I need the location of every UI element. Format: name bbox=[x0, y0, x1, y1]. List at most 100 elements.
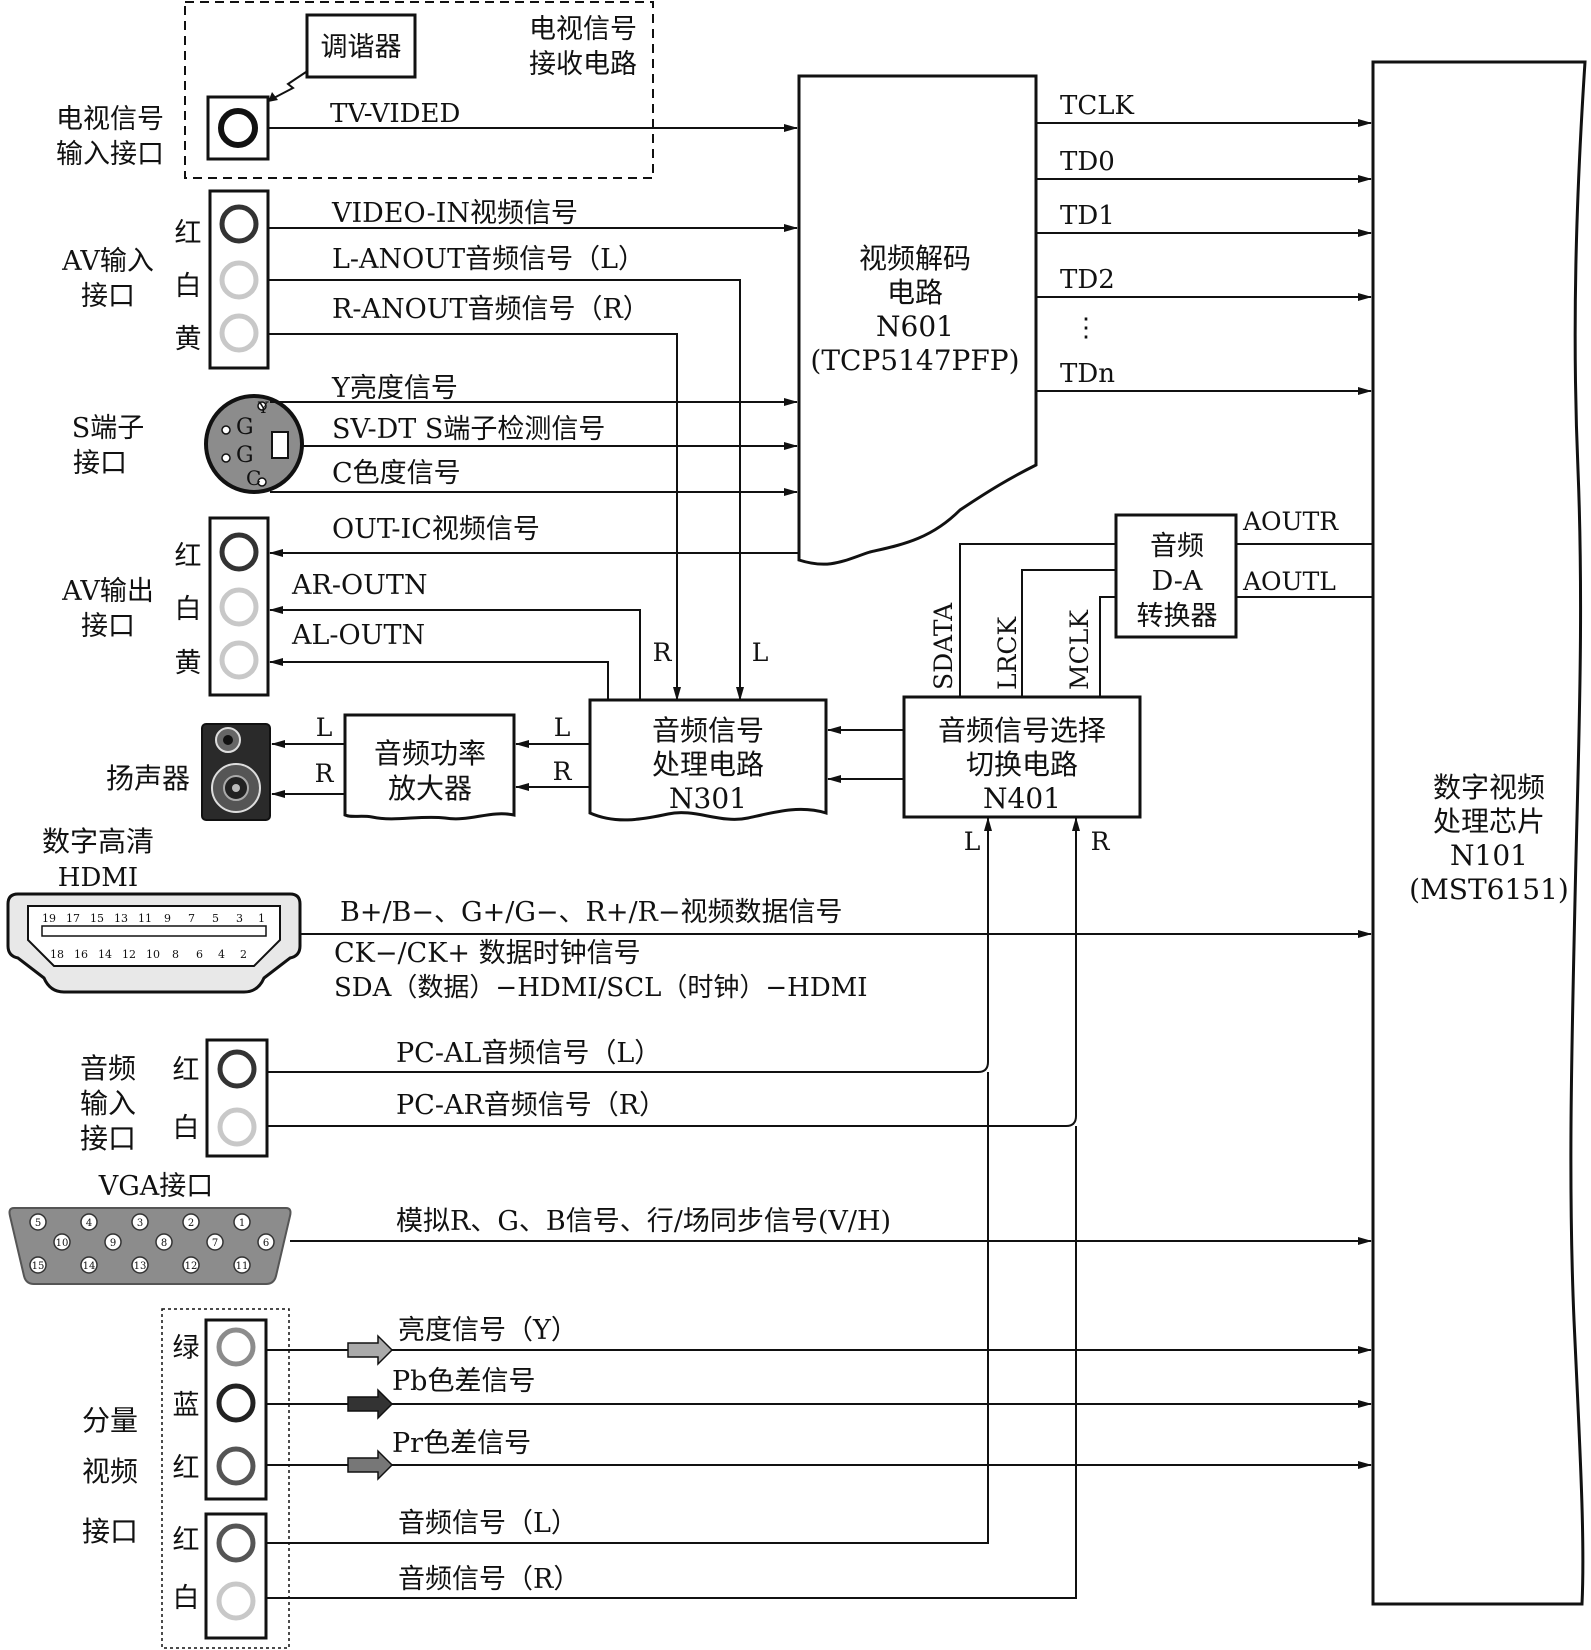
hdmi-pin-number: 14 bbox=[98, 948, 112, 961]
signal-sdata: SDATA bbox=[929, 602, 958, 690]
audio-switch-block: 音频信号选择 切换电路 N401 L R bbox=[827, 695, 1142, 856]
vga-pin-number: 3 bbox=[137, 1218, 143, 1229]
av-input-label-1: AV输入 bbox=[61, 246, 154, 277]
signal-pc-al: PC-AL音频信号（L） bbox=[396, 1038, 661, 1069]
signal-aoutr: AOUTR bbox=[1242, 507, 1339, 536]
vga-pin-icon bbox=[206, 1233, 224, 1251]
vga-pin-number: 15 bbox=[32, 1261, 45, 1272]
main-chip-label-1: 数字视频 bbox=[1433, 771, 1545, 804]
vga-pin-icon bbox=[233, 1256, 251, 1274]
dac-label-3: 转换器 bbox=[1137, 601, 1218, 632]
tv-receiver-dashed-frame bbox=[184, 1, 654, 179]
signal-lrck: LRCK bbox=[993, 615, 1022, 690]
signal-r-anout: R-ANOUT音频信号（R） bbox=[332, 294, 650, 325]
video-decoder-label-2: 电路 bbox=[887, 276, 943, 309]
speaker-icon bbox=[201, 723, 271, 821]
vga-pin-number: 11 bbox=[236, 1261, 249, 1272]
av-output-label-2: 接口 bbox=[81, 611, 135, 642]
component-video-jack-frame bbox=[204, 1318, 268, 1501]
signal-aoutl: AOUTL bbox=[1242, 567, 1336, 596]
amplifier-box bbox=[343, 713, 516, 821]
main-chip-block: 数字视频 处理芯片 N101 (MST6151) bbox=[1371, 60, 1587, 1606]
pc-audio-color-white: 白 bbox=[173, 1113, 200, 1144]
wire-al-outn bbox=[269, 658, 609, 700]
vga-pin-number: 14 bbox=[83, 1261, 96, 1272]
av-output-white-jack-icon bbox=[219, 587, 259, 627]
hdmi-pin-number: 2 bbox=[240, 948, 247, 961]
wire-lrck bbox=[1021, 569, 1116, 697]
amp-speaker-l-letter: L bbox=[316, 713, 333, 742]
hdmi-pin-number: 6 bbox=[196, 948, 203, 961]
signal-component-audio-r: 音频信号（R） bbox=[398, 1564, 580, 1595]
tuner-link-arrowhead-icon bbox=[268, 92, 278, 102]
av-output-color-yellow: 黄 bbox=[175, 648, 202, 679]
wire-r-anout bbox=[268, 333, 681, 701]
wire-sdata bbox=[959, 543, 1116, 697]
signal-c-chroma: C色度信号 bbox=[332, 458, 461, 489]
vga-pin-number: 13 bbox=[134, 1261, 147, 1272]
video-decoder-label-1: 视频解码 bbox=[859, 242, 971, 275]
vga-pin-number: 12 bbox=[185, 1261, 198, 1272]
component-dotted-frame bbox=[161, 1308, 290, 1649]
proc-amp-r-letter: R bbox=[553, 757, 573, 786]
signal-component-y: 亮度信号（Y） bbox=[398, 1315, 578, 1346]
component-label-2: 视频 bbox=[82, 1455, 138, 1488]
wire-mclk bbox=[1099, 596, 1116, 697]
dac-box bbox=[1114, 513, 1238, 639]
amp-speaker-r-letter: R bbox=[315, 759, 335, 788]
signal-component-pr: Pr色差信号 bbox=[392, 1428, 531, 1459]
vga-pin-icon bbox=[104, 1233, 122, 1251]
audio-switch-box bbox=[902, 695, 1142, 819]
s-terminal-pin-letter: Y bbox=[257, 398, 269, 417]
proc-amp-l-letter: L bbox=[554, 713, 571, 742]
vga-pin-icon bbox=[80, 1213, 98, 1231]
vga-pin-icon bbox=[29, 1256, 47, 1274]
s-terminal-section: S端子 接口 Y G G C Y亮度信号 SV-DT S端子检测信号 C色度信号 bbox=[72, 373, 798, 496]
av-output-label-1: AV输出 bbox=[61, 576, 154, 607]
vga-pin-icon bbox=[131, 1256, 149, 1274]
hdmi-pin-number: 15 bbox=[90, 912, 104, 925]
av-input-color-yellow: 黄 bbox=[175, 324, 202, 355]
signal-mclk: MCLK bbox=[1065, 609, 1094, 690]
audio-processor-box bbox=[588, 698, 828, 822]
hdmi-pin-number: 4 bbox=[218, 948, 225, 961]
hdmi-pin-number: 13 bbox=[114, 912, 128, 925]
signal-vga: 模拟R、G、B信号、行/场同步信号(V/H) bbox=[396, 1206, 891, 1237]
hdmi-pin-number: 8 bbox=[172, 948, 179, 961]
speaker-section: 扬声器 bbox=[106, 723, 271, 821]
av-input-color-white: 白 bbox=[175, 271, 202, 302]
signal-td0: TD0 bbox=[1060, 147, 1115, 177]
component-audio-jack-frame bbox=[204, 1512, 268, 1640]
pc-audio-label-2: 输入 bbox=[80, 1087, 136, 1120]
hdmi-pin-number: 19 bbox=[42, 912, 56, 925]
av-output-section: AV输出 接口 红 白 黄 OUT-IC视频信号 AR-OUTN AL-OUTN… bbox=[61, 514, 799, 700]
vga-pin-number: 2 bbox=[188, 1218, 194, 1229]
vga-pin-number: 7 bbox=[212, 1238, 218, 1249]
s-terminal-pin bbox=[221, 425, 231, 435]
signal-hdmi-video: B+/B−、G+/G−、R+/R−视频数据信号 bbox=[340, 897, 843, 928]
component-blue-jack-icon bbox=[216, 1383, 256, 1423]
signal-y-luma: Y亮度信号 bbox=[331, 373, 458, 404]
hdmi-label-1: 数字高清 bbox=[42, 825, 154, 858]
vga-pin-number: 1 bbox=[239, 1218, 245, 1229]
dac-label-2: D-A bbox=[1152, 566, 1203, 597]
s-terminal-pin-letter: G bbox=[236, 415, 254, 440]
vga-pin-icon bbox=[257, 1233, 275, 1251]
component-pb-fat-arrow-icon bbox=[347, 1388, 394, 1420]
tuner-label: 调谐器 bbox=[321, 32, 402, 63]
component-green-jack-icon bbox=[216, 1327, 256, 1367]
hdmi-pin-number: 1 bbox=[258, 912, 265, 925]
s-terminal-pin bbox=[221, 453, 231, 463]
av-output-yellow-jack-icon bbox=[219, 640, 259, 680]
wire-component-audio-l bbox=[266, 1072, 989, 1544]
hdmi-label-2: HDMI bbox=[58, 863, 138, 893]
s-terminal-pin-letter: C bbox=[246, 466, 261, 490]
signal-hdmi-clock: CK−/CK+ 数据时钟信号 bbox=[334, 938, 641, 969]
s-terminal-pin bbox=[257, 401, 267, 411]
component-label-3: 接口 bbox=[82, 1515, 138, 1548]
tv-input-port-label-2: 输入接口 bbox=[56, 139, 164, 170]
signal-sv-dt: SV-DT S端子检测信号 bbox=[332, 414, 605, 445]
audio-processor-label-1: 音频信号 bbox=[652, 714, 764, 747]
